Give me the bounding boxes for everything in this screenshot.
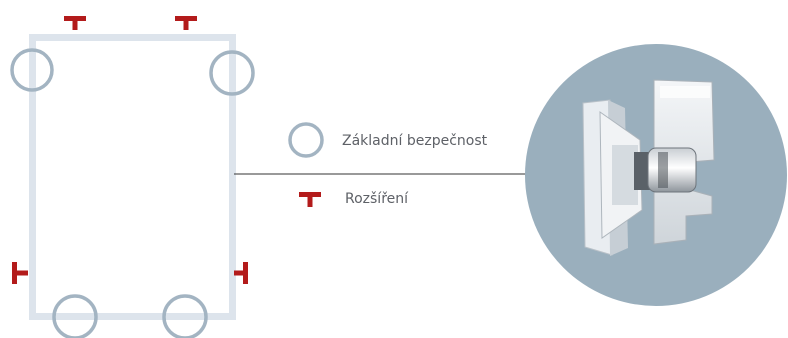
extension-point-top-right	[175, 16, 197, 30]
legend-extension-label: Rozšíření	[345, 191, 409, 207]
basic-security-point-bottom-right	[162, 294, 208, 338]
hardware-detail-illustration	[525, 44, 787, 306]
ring-icon	[288, 122, 324, 158]
extension-point-left	[12, 262, 28, 284]
basic-security-point-bottom-left	[52, 294, 98, 338]
extension-point-top-left	[64, 16, 86, 30]
window-frame	[29, 34, 236, 320]
basic-security-point-top-right	[209, 50, 255, 96]
basic-security-point-top-left	[10, 48, 54, 92]
extension-point-right	[234, 262, 248, 284]
legend-basic-security-label: Základní bezpečnost	[342, 133, 488, 149]
t-mark-icon	[299, 192, 321, 207]
